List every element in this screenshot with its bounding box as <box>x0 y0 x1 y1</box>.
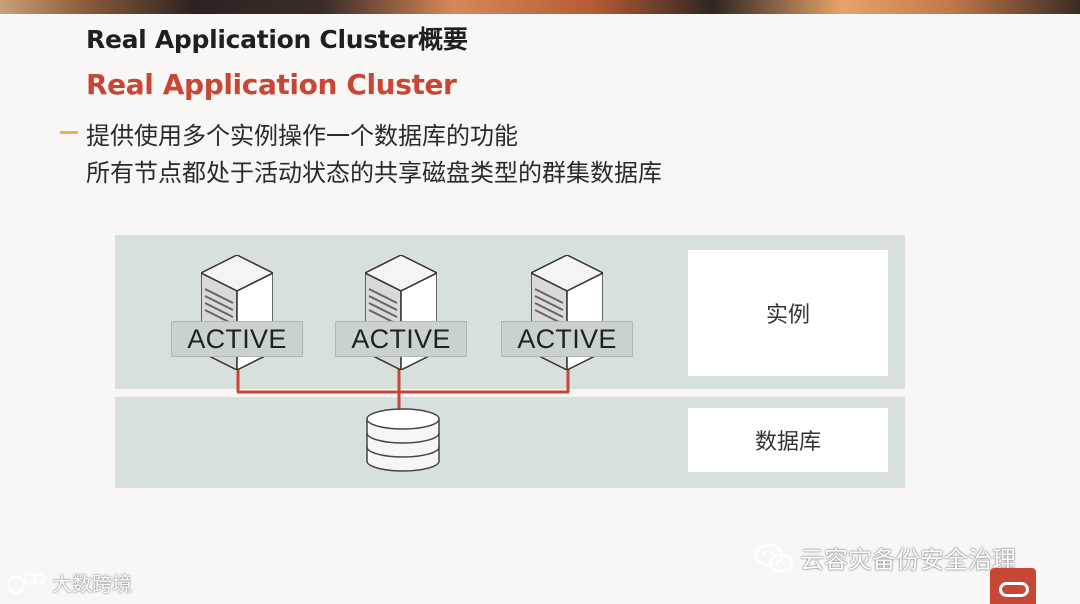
bullet-line-1: 提供使用多个实例操作一个数据库的功能 <box>86 122 518 150</box>
cluster-node-3: ACTIVE <box>501 255 633 375</box>
header-banner-image <box>0 0 1080 14</box>
database-icon <box>366 408 440 472</box>
rac-diagram: ACTIVE ACTIVE ACTIVE <box>115 235 905 488</box>
node-status-badge: ACTIVE <box>335 321 467 357</box>
database-label: 数据库 <box>688 408 888 472</box>
oracle-logo <box>990 568 1036 604</box>
bullet-dash-icon <box>60 131 78 134</box>
cluster-node-2: ACTIVE <box>335 255 467 375</box>
slide-title: Real Application Cluster概要 <box>86 25 468 54</box>
oracle-ring-icon <box>999 582 1029 597</box>
watermark-right-text: 云容灾备份安全治理 <box>800 546 1016 574</box>
node-status-badge: ACTIVE <box>501 321 633 357</box>
watermark-left: 大数跨境 <box>6 568 132 597</box>
watermark-right: 云容灾备份安全治理 <box>754 540 1016 575</box>
interconnect-lines <box>236 369 570 410</box>
weibo-logo-icon <box>7 572 45 594</box>
watermark-left-text: 大数跨境 <box>52 572 132 596</box>
wechat-icon <box>754 543 794 572</box>
bullet-line-2: 所有节点都处于活动状态的共享磁盘类型的群集数据库 <box>86 159 662 187</box>
slide-subtitle: Real Application Cluster <box>86 68 457 101</box>
cluster-node-1: ACTIVE <box>171 255 303 375</box>
node-status-badge: ACTIVE <box>171 321 303 357</box>
instance-label: 实例 <box>688 250 888 376</box>
